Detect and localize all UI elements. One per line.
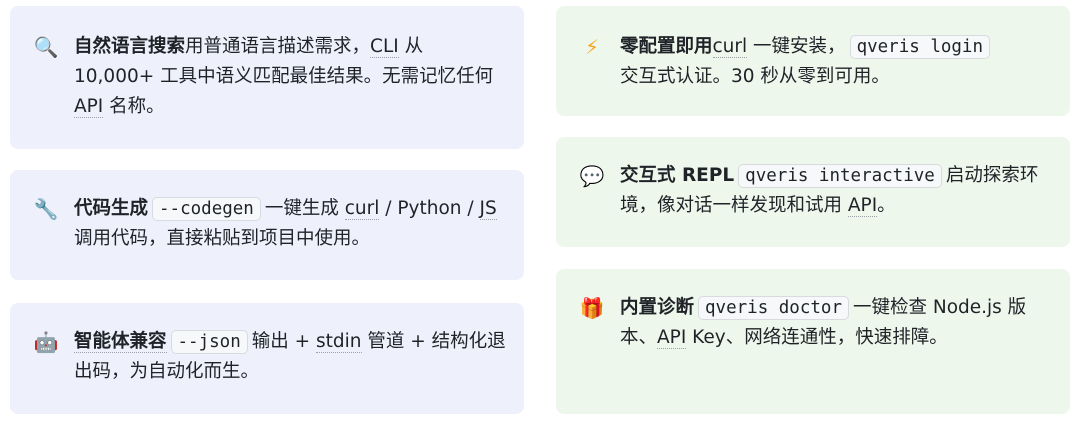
speech-bubble-icon: 💬 [579, 164, 605, 188]
abbr: API [74, 96, 104, 118]
search-icon: 🔍 [33, 35, 59, 59]
feature-title: 零配置即用 [620, 36, 713, 57]
feature-text: 自然语言搜索用普通语言描述需求，CLI 从 10,000+ 工具中语义匹配最佳结… [74, 36, 494, 118]
feature-title: 自然语言搜索 [74, 36, 186, 57]
feature-card-search: 🔍 自然语言搜索用普通语言描述需求，CLI 从 10,000+ 工具中语义匹配最… [10, 6, 524, 149]
gift-icon: 🎁 [579, 296, 605, 320]
abbr: curl [712, 36, 748, 58]
abbr: JS [479, 198, 497, 220]
feature-title: 智能体兼容 [74, 331, 167, 353]
wrench-icon: 🔧 [33, 197, 59, 221]
code-snippet: --json [170, 330, 248, 354]
abbr: API [657, 327, 687, 349]
abbr: API [847, 195, 878, 217]
abbr: curl [344, 198, 380, 220]
abbr: stdin [316, 331, 362, 353]
robot-icon: 🤖 [33, 330, 59, 354]
abbr: CLI [370, 36, 399, 58]
feature-title: 内置诊断 [620, 297, 695, 318]
lightning-icon: ⚡ [584, 35, 600, 59]
code-snippet: qveris interactive [738, 164, 942, 188]
code-snippet: qveris doctor [698, 296, 849, 320]
code-snippet: qveris login [849, 35, 990, 59]
feature-title: 交互式 REPL [620, 165, 735, 186]
feature-title: 代码生成 [74, 198, 149, 219]
code-snippet: --codegen [152, 197, 261, 221]
